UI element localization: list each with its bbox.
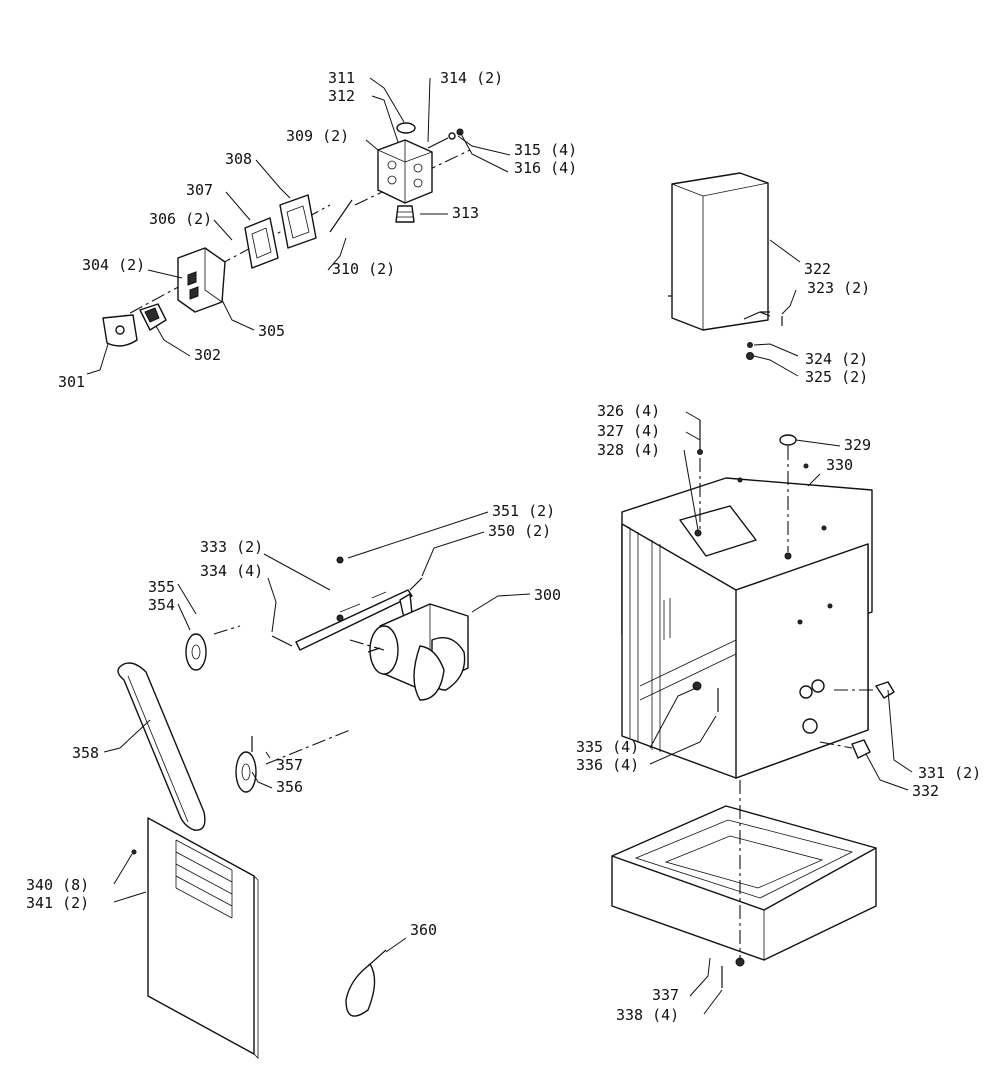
callout-305: 305 [258,322,285,340]
callout-331: 331 (2) [918,764,981,782]
callout-358: 358 [72,744,99,762]
leader-lines [86,77,913,1015]
part-301-switch-key [102,314,138,347]
part-322-motor-cover [668,172,783,360]
part-337-base [611,780,877,988]
callout-335: 335 (4) [576,738,639,756]
callout-351: 351 (2) [492,502,555,520]
callout-325: 325 (2) [805,368,868,386]
callout-308: 308 [225,150,252,168]
callout-338: 338 (4) [616,1006,679,1024]
part-314-316-hardware [427,128,464,149]
callout-356: 356 [276,778,303,796]
callout-316: 316 (4) [514,159,577,177]
callout-309: 309 (2) [286,127,349,145]
callout-306: 306 (2) [149,210,212,228]
part-313-strain-relief [395,205,415,223]
part-307-gasket [244,217,279,269]
callout-336: 336 (4) [576,756,639,774]
part-300-motor [349,603,469,701]
callout-322: 322 [804,260,831,278]
callout-357: 357 [276,756,303,774]
callout-355: 355 [148,578,175,596]
part-360-strap [345,949,387,1017]
callout-340: 340 (8) [26,876,89,894]
callout-314: 314 (2) [440,69,503,87]
callout-350: 350 (2) [488,522,551,540]
part-312-junction-box [377,139,433,204]
callout-301: 301 [58,373,85,391]
part-354-motor-pulley [185,625,241,671]
part-356-arbor-pulley [235,729,351,793]
callout-323: 323 (2) [807,279,870,297]
callout-302: 302 [194,346,221,364]
callout-313: 313 [452,204,479,222]
callout-337: 337 [652,986,679,1004]
part-330-cabinet [621,463,873,779]
part-331-332-bushings [819,681,895,759]
part-341-cover-panel [147,817,259,1059]
callout-354: 354 [148,596,175,614]
part-326-328-screws [697,420,703,530]
part-308-plate [279,194,317,249]
callout-333: 333 (2) [200,538,263,556]
part-333-motor-mount [271,589,413,651]
callout-311: 311 [328,69,355,87]
callout-310: 310 (2) [332,260,395,278]
callout-327: 327 (4) [597,422,660,440]
callout-315: 315 (4) [514,141,577,159]
part-302-switch [139,303,167,331]
switch-assembly [102,122,471,347]
callout-334: 334 (4) [200,562,263,580]
callout-300: 300 [534,586,561,604]
callout-330: 330 [826,456,853,474]
callout-328: 328 (4) [597,441,660,459]
part-340-screw [131,849,137,855]
callout-341: 341 (2) [26,894,89,912]
part-358-belt [117,662,206,831]
callout-329: 329 [844,436,871,454]
callout-labels: 311 312 314 (2) 309 (2) 315 (4) 316 (4) … [26,69,981,1024]
callout-307: 307 [186,181,213,199]
part-329-plug [779,434,797,552]
callout-326: 326 (4) [597,402,660,420]
callout-324: 324 (2) [805,350,868,368]
part-310-screw [329,199,353,233]
callout-304: 304 (2) [82,256,145,274]
part-305-switch-box [177,247,226,313]
callout-312: 312 [328,87,355,105]
callout-360: 360 [410,921,437,939]
callout-332: 332 [912,782,939,800]
part-311-cap [396,122,416,134]
